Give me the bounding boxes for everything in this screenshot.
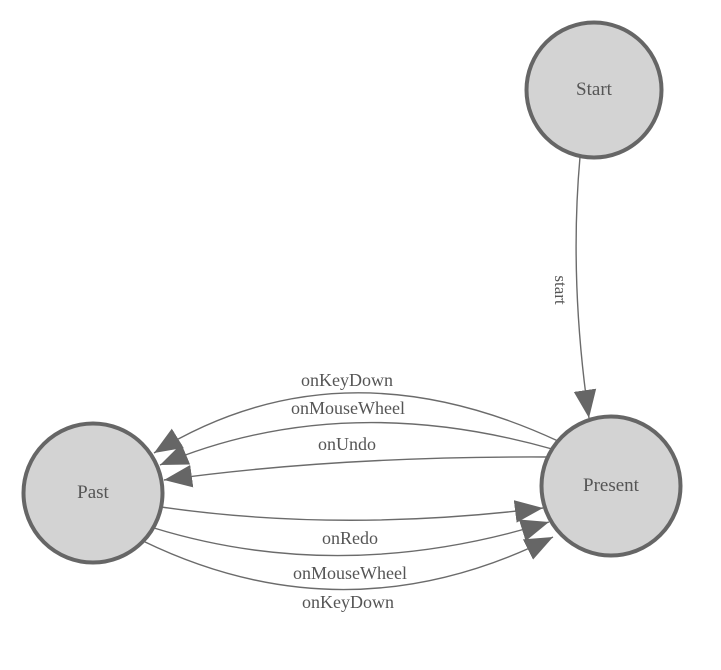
edge-label-onredo: onRedo — [322, 528, 378, 548]
edge-present-to-past-onundo: onUndo — [163, 434, 549, 488]
edge-path-onmousewheel-bottom[interactable] — [153, 519, 550, 557]
edge-path-start[interactable] — [573, 156, 597, 419]
edge-path-onundo[interactable] — [163, 456, 549, 488]
edge-label-onkeydown-top: onKeyDown — [301, 370, 393, 390]
state-circle-past[interactable] — [21, 421, 165, 565]
state-node-present: Present — [539, 414, 683, 558]
state-circle-present[interactable] — [539, 414, 683, 558]
edge-path-onkeydown-bottom[interactable] — [142, 536, 554, 591]
edge-label-onmousewheel-bottom: onMouseWheel — [293, 563, 407, 583]
edge-label-start: start — [551, 275, 570, 305]
state-label-start: Start — [576, 79, 613, 100]
edge-label-onundo: onUndo — [318, 434, 376, 454]
state-label-past: Past — [77, 482, 109, 503]
edge-label-onkeydown-bottom: onKeyDown — [302, 592, 394, 612]
edge-past-to-present-onmousewheel: onMouseWheel — [153, 519, 550, 583]
edge-path-onredo[interactable] — [160, 500, 544, 523]
edge-present-to-past-onmousewheel: onMouseWheel — [159, 398, 553, 466]
edge-path-onmousewheel-top[interactable] — [159, 421, 553, 466]
edge-past-to-present-onkeydown: onKeyDown — [142, 536, 554, 612]
edge-start-to-present: start — [551, 156, 597, 419]
state-node-past: Past — [21, 421, 165, 565]
state-node-start: Start — [524, 20, 664, 160]
state-circle-start[interactable] — [524, 20, 664, 160]
edge-label-onmousewheel-top: onMouseWheel — [291, 398, 405, 418]
state-label-present: Present — [583, 475, 640, 496]
edge-path-onkeydown-top[interactable] — [153, 392, 559, 454]
edge-past-to-present-onredo: onRedo — [160, 500, 544, 548]
edge-present-to-past-onkeydown: onKeyDown — [153, 370, 559, 454]
